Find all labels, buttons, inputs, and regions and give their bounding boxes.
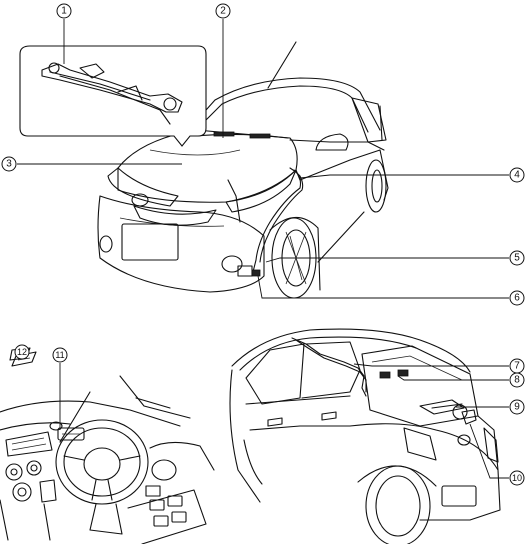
callout-label: 12 [17,347,27,357]
rear-wheel [365,159,387,213]
callout-7: 7 [509,358,525,374]
callout-4: 4 [509,167,525,183]
callout-label: 10 [512,473,522,483]
callout-label: 8 [514,375,520,386]
callout-3: 3 [1,156,17,172]
callout-label: 5 [514,253,520,264]
callout-6: 6 [509,290,525,306]
right-headlamp [225,169,297,213]
left-headlamp [107,167,179,207]
callout-2: 2 [215,3,231,19]
callout-label: 1 [61,6,67,17]
wiper-linkage-inset [19,45,207,147]
callout-9: 9 [509,399,525,415]
steering-wheel [55,419,149,505]
callout-8: 8 [509,372,525,388]
tail-lamp [403,427,437,461]
callout-1: 1 [56,3,72,19]
callout-label: 11 [55,350,64,360]
callout-label: 9 [514,402,520,413]
side-mirror [315,133,349,151]
callout-label: 6 [514,293,520,304]
interior-dashboard-illustration [0,347,215,544]
front-license-plate [121,223,179,261]
callout-label: 3 [6,159,12,170]
front-emblem [131,193,149,207]
rear-car-illustration [229,328,501,544]
rear-license-plate [441,485,477,507]
callout-label: 4 [514,170,520,181]
fog-lamp [221,255,243,273]
callout-11: 11 [52,347,68,363]
callout-10: 10 [509,470,525,486]
leader-lines [17,19,509,479]
rear-emblem [457,434,471,446]
callout-label: 7 [514,361,520,372]
rear-wiper [419,399,465,415]
front-car-illustration [97,41,389,299]
callout-label: 2 [220,6,226,17]
callout-12: 12 [14,344,30,360]
callout-5: 5 [509,250,525,266]
